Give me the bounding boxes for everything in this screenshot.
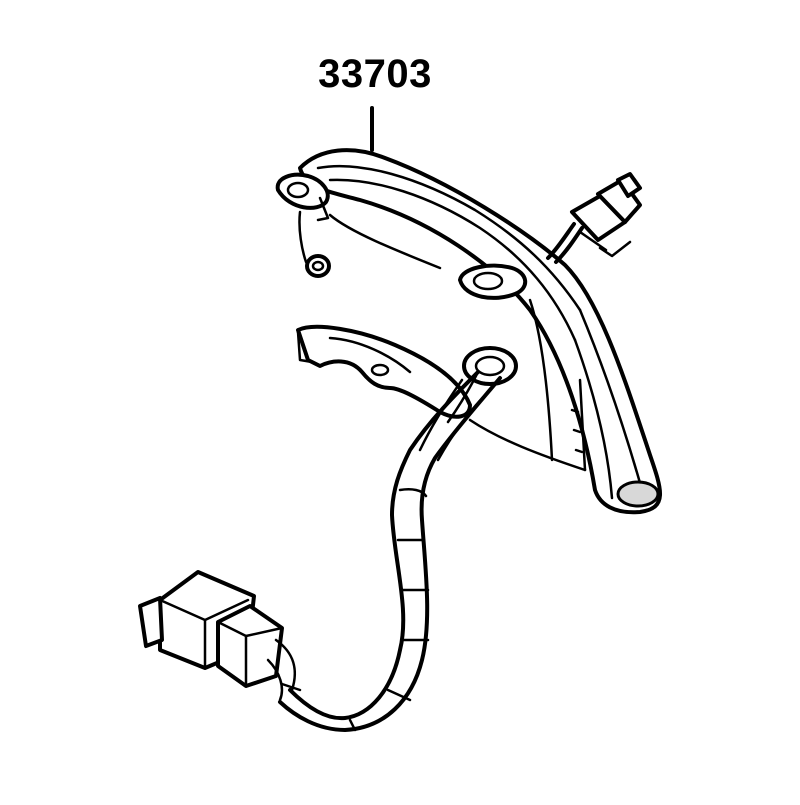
lamp-housing (298, 148, 662, 515)
middle-mount-tab (458, 263, 528, 300)
lower-bracket (296, 324, 472, 419)
upper-mount-tab (275, 172, 330, 264)
part-number-label: 33703 (318, 52, 432, 96)
nut-icon (305, 254, 331, 278)
wire-harness (278, 370, 502, 732)
upper-connector (546, 172, 642, 264)
housing-back-panel (328, 213, 587, 472)
lower-connector (138, 570, 302, 702)
